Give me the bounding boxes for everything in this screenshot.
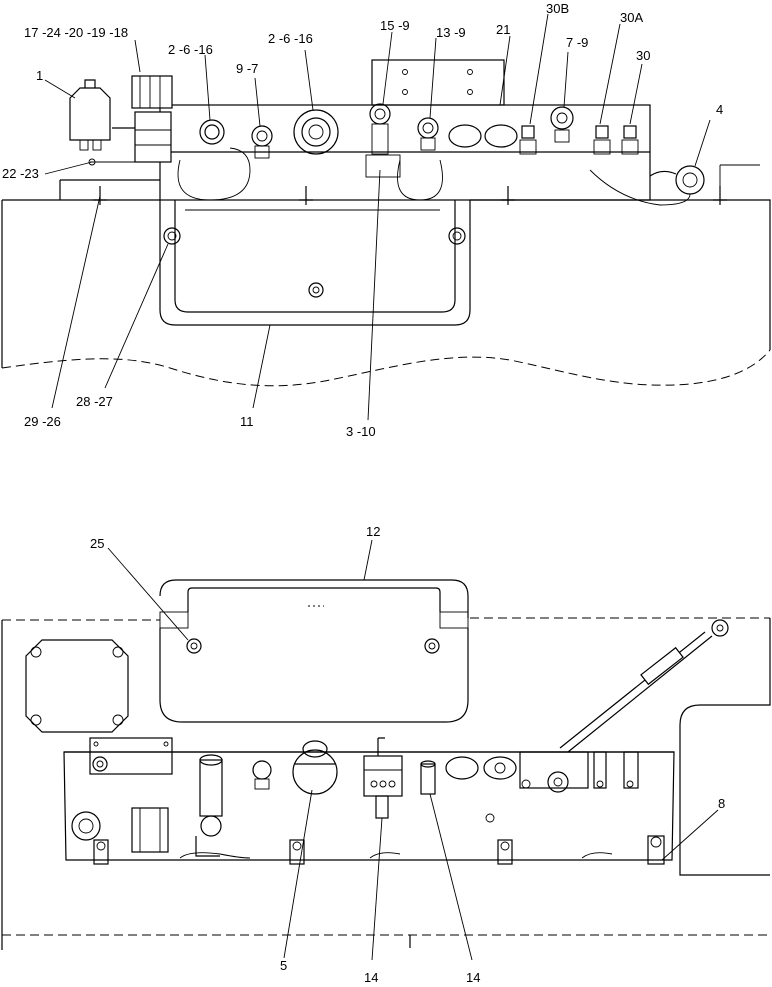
callout-28-27: 28 -27: [76, 394, 113, 409]
callout-7-9: 7 -9: [566, 35, 588, 50]
bottom-view: [1, 539, 771, 961]
callout-29-26: 29 -26: [24, 414, 61, 429]
callout-2-6-16-a: 2 -6 -16: [168, 42, 213, 57]
bottom-callouts: 12 25 8 5 14 14: [90, 524, 725, 985]
callout-1: 1: [36, 68, 43, 83]
callout-11: 11: [240, 414, 254, 429]
callout-14-b: 14: [466, 970, 480, 985]
callout-17-24-20-19-18: 17 -24 -20 -19 -18: [24, 25, 128, 40]
callout-2-6-16-b: 2 -6 -16: [268, 31, 313, 46]
callout-21: 21: [496, 22, 510, 37]
callout-9-7: 9 -7: [236, 61, 258, 76]
callout-13-9: 13 -9: [436, 25, 466, 40]
top-view: [1, 13, 771, 421]
callout-25: 25: [90, 536, 104, 551]
callout-30: 30: [636, 48, 650, 63]
callout-30a: 30A: [620, 10, 643, 25]
callout-12: 12: [366, 524, 380, 539]
upper-bracket: [371, 59, 505, 106]
callout-14-a: 14: [364, 970, 378, 985]
top-callouts: 17 -24 -20 -19 -18 1 2 -6 -16 2 -6 -16 9…: [2, 1, 723, 439]
handle-bracket: [159, 200, 471, 326]
callout-8: 8: [718, 796, 725, 811]
callout-30b: 30B: [546, 1, 569, 16]
callout-4: 4: [716, 102, 723, 117]
handle-12: [159, 579, 469, 618]
callout-3-10: 3 -10: [346, 424, 376, 439]
callout-15-9: 15 -9: [380, 18, 410, 33]
callout-22-23: 22 -23: [2, 166, 39, 181]
relay-1: [69, 87, 111, 141]
plug-assembly: [131, 75, 173, 109]
callout-5: 5: [280, 958, 287, 973]
gasket-cutout: [25, 639, 129, 733]
